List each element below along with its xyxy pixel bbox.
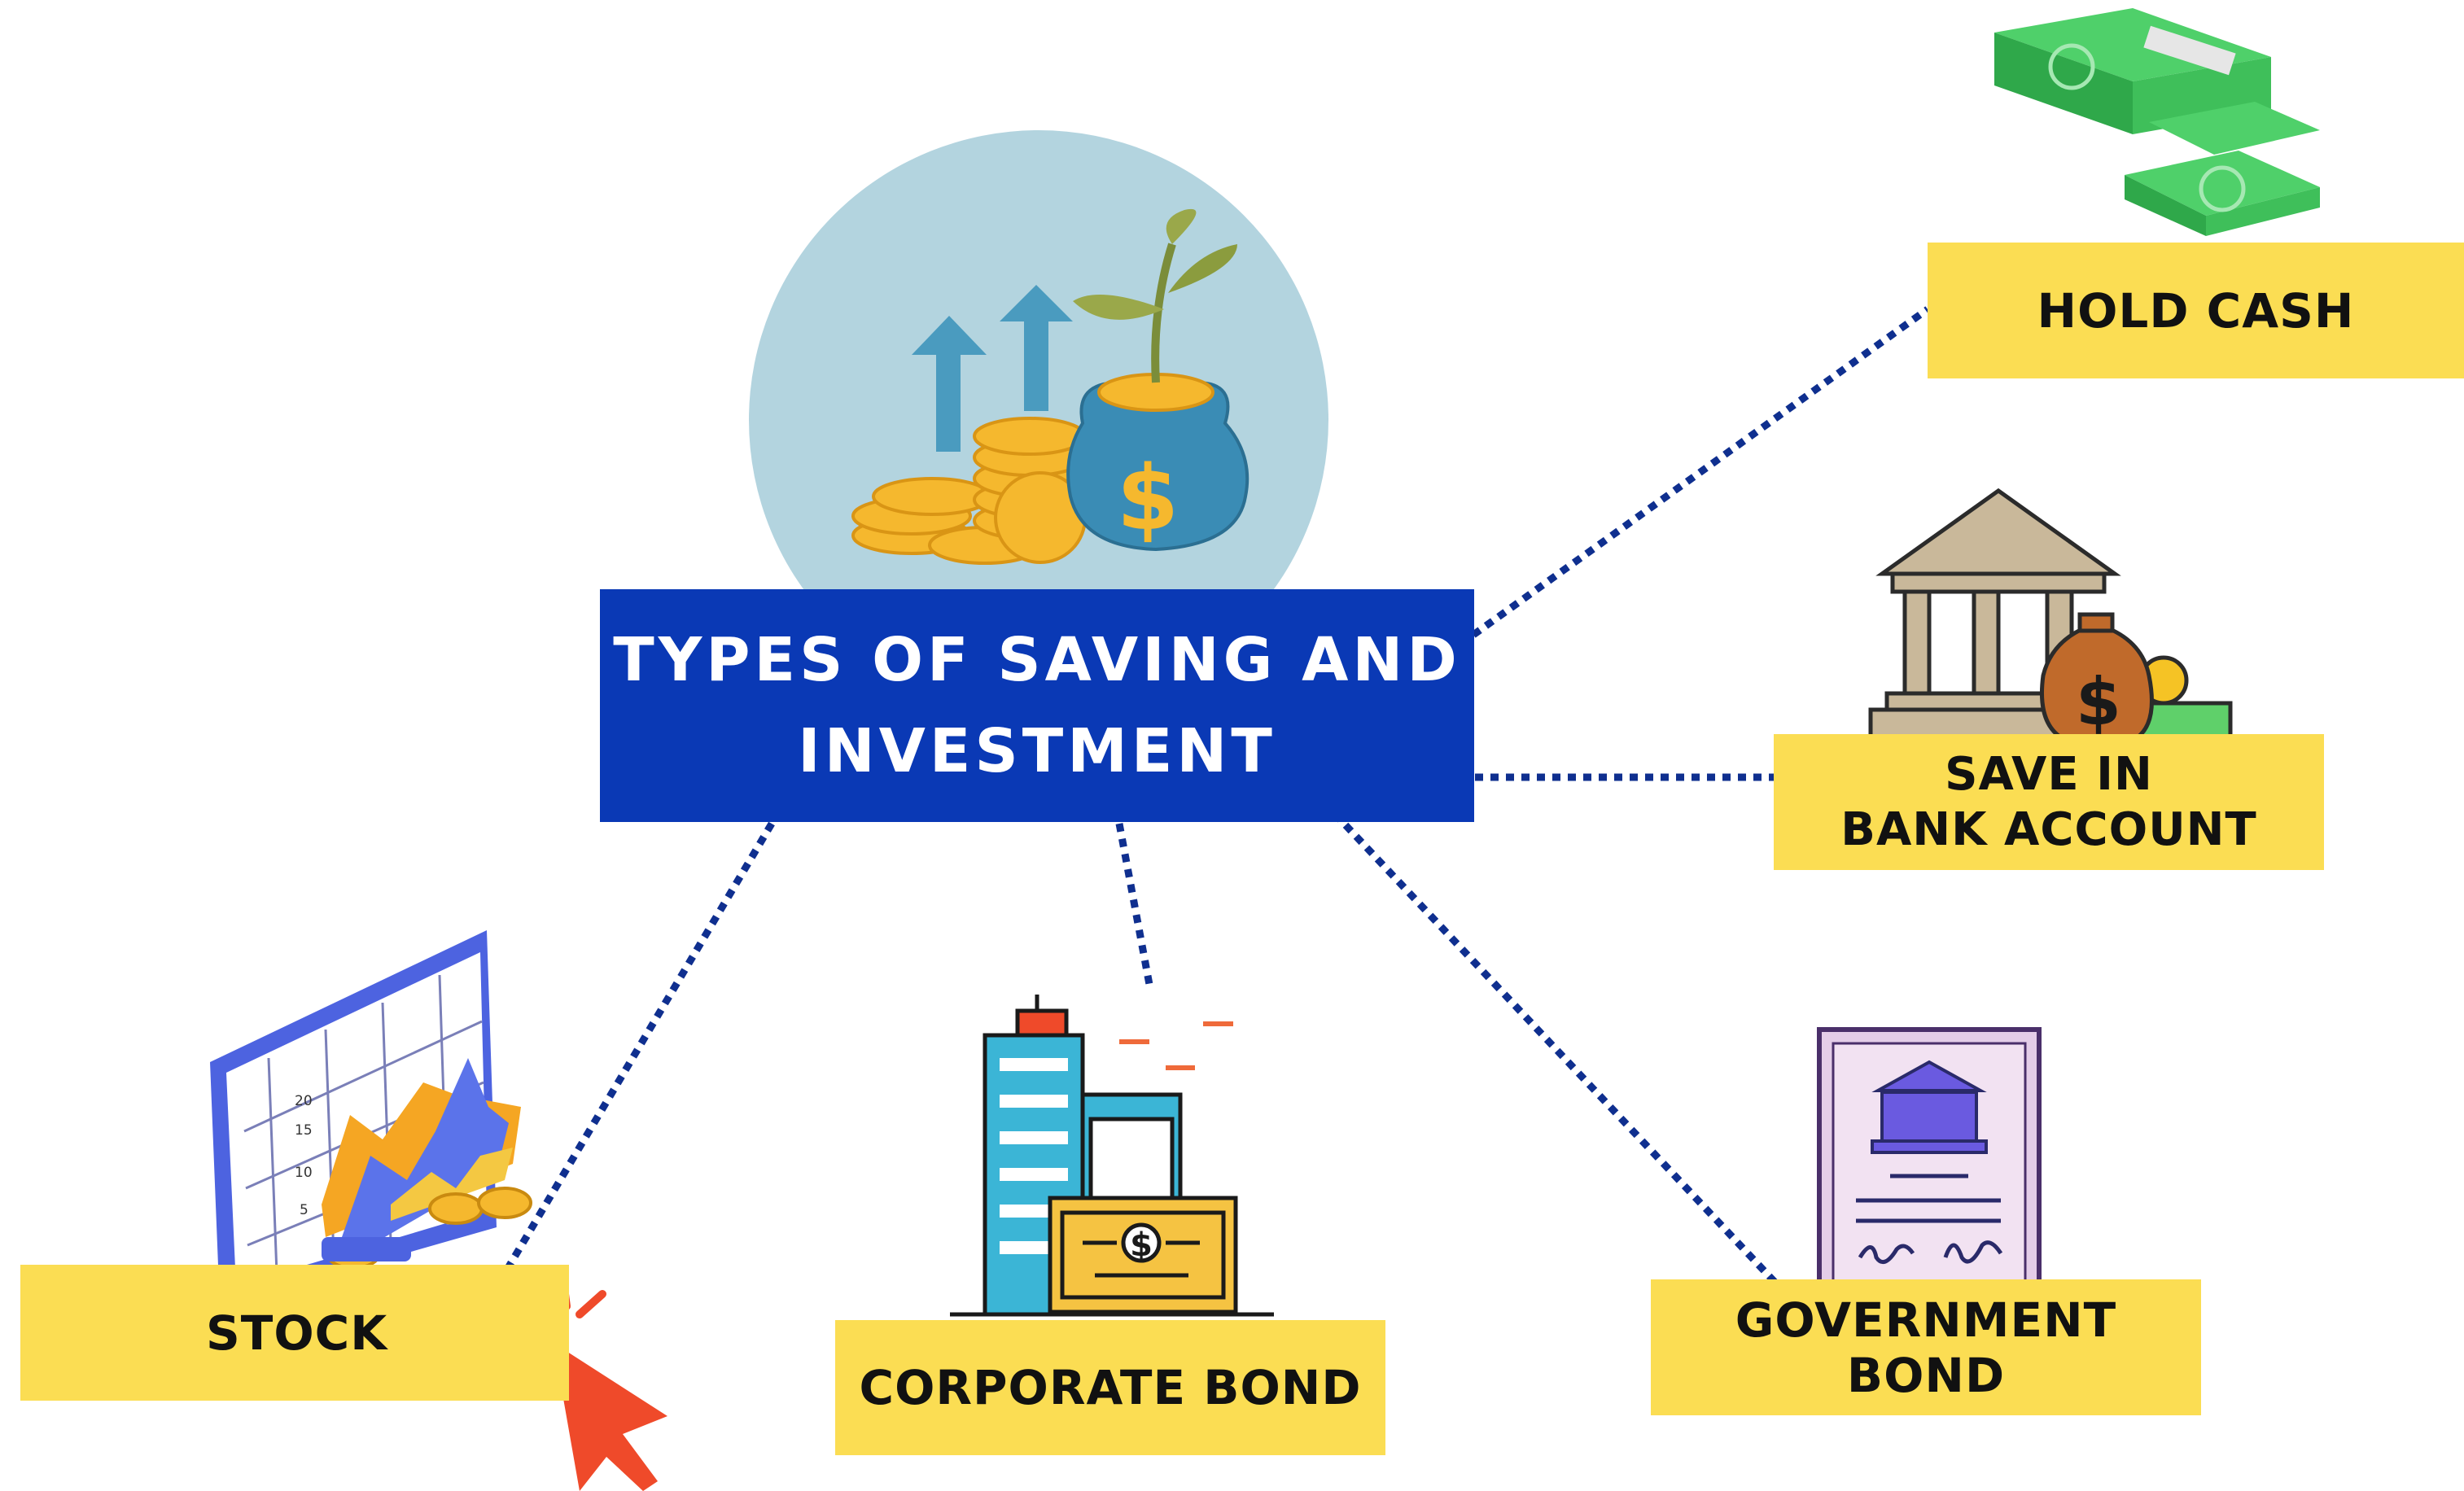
chart-tick-5: 5: [300, 1202, 309, 1218]
bank-text-line-1: SAVE IN: [1945, 747, 2153, 801]
bank-building-icon: $: [1868, 488, 2233, 747]
hold-cash-text: HOLD CASH: [2037, 282, 2355, 339]
label-stock: STOCK: [20, 1265, 569, 1401]
money-bag-plant-icon: $: [749, 130, 1328, 710]
svg-text:$: $: [2076, 664, 2121, 740]
title-line-1: TYPES OF SAVING AND: [613, 625, 1461, 695]
label-government-bond: GOVERNMENT BOND: [1651, 1279, 2201, 1415]
label-save-in-bank: SAVE IN BANK ACCOUNT: [1774, 734, 2324, 870]
connector-corporate-bond: [1115, 823, 1154, 990]
office-building-bond-icon: $: [950, 995, 1274, 1317]
chart-tick-15: 15: [295, 1122, 313, 1139]
money-stack-icon: [1994, 8, 2320, 236]
stock-chart-monitor-icon: 20 15 10 5: [210, 930, 532, 1309]
government-bond-certificate-icon: [1817, 1027, 2042, 1313]
connector-stock: [505, 821, 775, 1270]
corporate-bond-text: CORPORATE BOND: [859, 1360, 1362, 1415]
label-hold-cash: HOLD CASH: [1928, 243, 2464, 378]
government-bond-text: GOVERNMENT BOND: [1735, 1292, 2117, 1403]
connector-government-bond: [1332, 811, 1778, 1285]
chart-tick-20: 20: [295, 1093, 313, 1109]
bank-text-line-2: BANK ACCOUNT: [1840, 802, 2257, 856]
connectors: [505, 306, 1930, 1285]
connector-hold-cash: [1471, 306, 1930, 638]
svg-text:$: $: [1117, 446, 1179, 550]
diagram-title: TYPES OF SAVING AND INVESTMENT: [600, 589, 1474, 822]
title-line-2: INVESTMENT: [798, 716, 1276, 786]
label-corporate-bond: CORPORATE BOND: [835, 1320, 1385, 1455]
svg-text:$: $: [1130, 1226, 1153, 1264]
stock-text: STOCK: [206, 1305, 388, 1361]
chart-tick-10: 10: [295, 1165, 313, 1181]
